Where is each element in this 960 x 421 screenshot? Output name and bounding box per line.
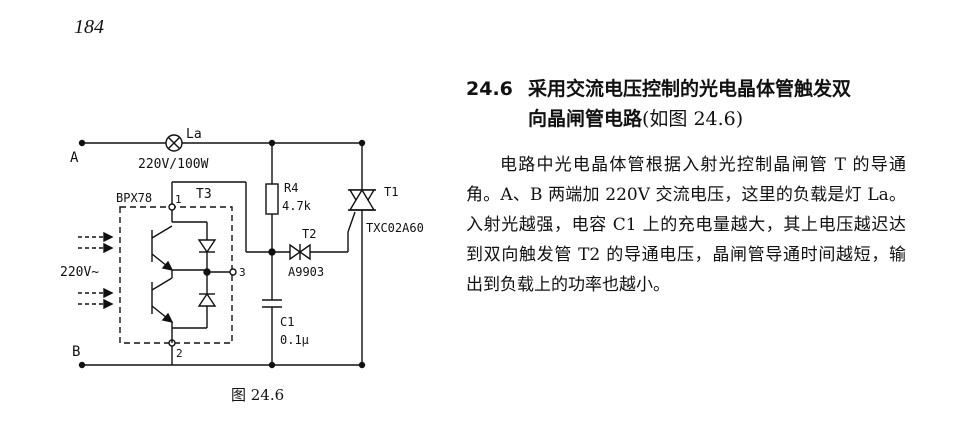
lamp-icon (165, 134, 183, 152)
label-t2-part: A9903 (288, 265, 324, 279)
section-heading: 24.6 采用交流电压控制的光电晶体管触发双 向晶闸管电路(如图 24.6) (466, 74, 906, 134)
label-c1-value: 0.1μ (280, 333, 309, 347)
section-number: 24.6 (466, 78, 513, 100)
light-arrows-icon (78, 231, 114, 310)
label-a: A (70, 150, 79, 166)
page-number: 184 (74, 16, 104, 38)
label-b: B (72, 344, 80, 360)
section-heading-line1: 24.6 采用交流电压控制的光电晶体管触发双 (466, 74, 906, 104)
phototransistor-lower (151, 270, 174, 328)
label-light-input: 220V~ (60, 265, 99, 280)
diode-upper-icon (197, 239, 217, 254)
resistor-r4 (265, 143, 279, 252)
label-r4: R4 (284, 181, 298, 195)
t3-package-outline (119, 206, 233, 344)
phototransistor-upper (151, 225, 207, 272)
label-t1: T1 (384, 185, 398, 199)
circuit-diagram: A B La 220V/100W BPX78 T3 1 2 3 220V~ R4… (60, 127, 424, 369)
section-title-ref: (如图 24.6) (642, 108, 744, 130)
body-text: 电路中光电晶体管根据入射光控制晶闸管 T 的导通角。A、B 两端加 220V 交… (466, 150, 906, 300)
figure-caption: 图 24.6 (231, 386, 285, 404)
body-paragraph: 电路中光电晶体管根据入射光控制晶闸管 T 的导通角。A、B 两端加 220V 交… (466, 155, 906, 295)
label-phototransistor: BPX78 (116, 191, 152, 205)
rail-b (78, 361, 362, 369)
section-title-line2: 向晶闸管电路 (528, 108, 643, 130)
diode-lower-icon (197, 292, 217, 307)
label-t2: T2 (302, 227, 316, 241)
label-r4-value: 4.7k (282, 199, 312, 213)
rail-a (78, 139, 362, 147)
label-t3: T3 (196, 187, 212, 202)
triac-t1 (347, 143, 376, 365)
label-t1-part: TXC02A60 (366, 221, 424, 235)
section-heading-line2: 向晶闸管电路(如图 24.6) (466, 104, 906, 134)
label-pin3: 3 (239, 266, 246, 279)
diac-t2 (289, 232, 349, 261)
capacitor-c1 (262, 252, 282, 365)
section-title-line1: 采用交流电压控制的光电晶体管触发双 (528, 78, 852, 100)
label-pin1: 1 (175, 193, 182, 206)
label-lamp-rating: 220V/100W (138, 157, 209, 172)
label-pin2: 2 (176, 347, 183, 360)
label-lamp: La (186, 127, 202, 142)
label-c1: C1 (280, 315, 294, 329)
